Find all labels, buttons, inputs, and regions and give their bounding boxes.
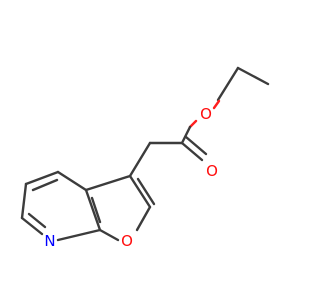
bond-pyr-c6-n-inner [27,212,47,229]
atom-carbonyl-oxygen: O [206,162,218,180]
bond-ethyl-o-segment [212,99,221,110]
bond-furan-c3-c3a [84,174,132,192]
bond-carbonyl-double-b [184,135,208,156]
bond-pyr-c3a-c4 [56,170,88,192]
bond-ch2-to-furan [128,141,152,178]
atom-ester-oxygen: O [200,105,212,123]
bond-o-carbonyl-carbon [180,125,192,145]
atom-furan-oxygen: O [121,232,133,250]
bond-pyr-c5-c6 [20,182,28,220]
atom-pyridine-nitrogen: N [44,232,55,250]
bond-furan-c2-o [135,205,152,232]
bond-ethyl-terminal [236,66,270,86]
background [0,0,300,300]
bond-ethyl-ch2-o [216,66,240,102]
bond-furan-o-c7a [98,228,120,242]
bond-pyr-c6-n [20,216,44,236]
bond-pyr-c4-c5 [24,170,60,186]
bond-o-carbonyl-carbon-o [188,119,198,129]
bond-pyr-n-c7a [56,228,102,242]
molecule-diagram: O O O N [0,0,300,300]
bond-furan-c3a-c7a [84,188,102,232]
bond-carbonyl-double-a [180,141,204,162]
bond-pyr-c3a-c7a-inner [90,196,102,224]
bond-furan-c3-c2-inner [136,177,156,206]
bond-pyr-c4-c5-inner [31,178,59,192]
bond-furan-c3-c2 [128,174,152,209]
